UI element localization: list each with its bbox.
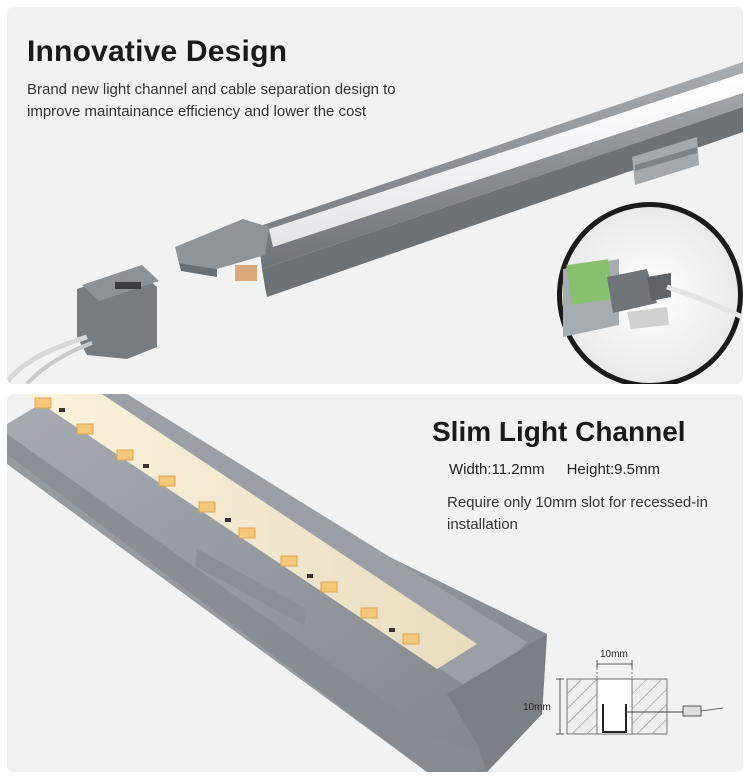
slim-light-channel-title: Slim Light Channel — [432, 416, 686, 447]
slim-channel-panel: Slim Light Channel Width:11.2mm Height:9.… — [7, 394, 743, 772]
innovative-design-title: Innovative Design — [27, 35, 288, 68]
installation-diagram — [556, 660, 724, 735]
end-cap-contact — [235, 265, 257, 281]
innovative-design-description: Brand new light channel and cable separa… — [27, 81, 396, 120]
resistors — [59, 408, 395, 632]
innovative-design-panel: Innovative Design Brand new light channe… — [7, 7, 743, 384]
detail-magnifier — [557, 202, 743, 384]
slim-channel-body — [7, 394, 547, 772]
cable-connector — [7, 265, 159, 384]
diagram-width-label: 10mm — [600, 649, 628, 660]
channel-side — [262, 107, 743, 297]
slim-channel-illustration — [7, 394, 724, 772]
channel-diffuser — [269, 73, 743, 247]
led-chips — [34, 397, 420, 645]
channel-dimensions: Width:11.2mm Height:9.5mm — [449, 461, 660, 478]
end-cap — [175, 219, 269, 269]
channel-height: Height:9.5mm — [566, 461, 660, 478]
side-clip — [195, 549, 307, 626]
slim-channel-description: Require only 10mm slot for recessed-in i… — [447, 494, 708, 533]
channel-width: Width:11.2mm — [449, 461, 545, 478]
diagram-height-label: 10mm — [523, 702, 551, 713]
channel-connector-illustration — [7, 62, 743, 384]
